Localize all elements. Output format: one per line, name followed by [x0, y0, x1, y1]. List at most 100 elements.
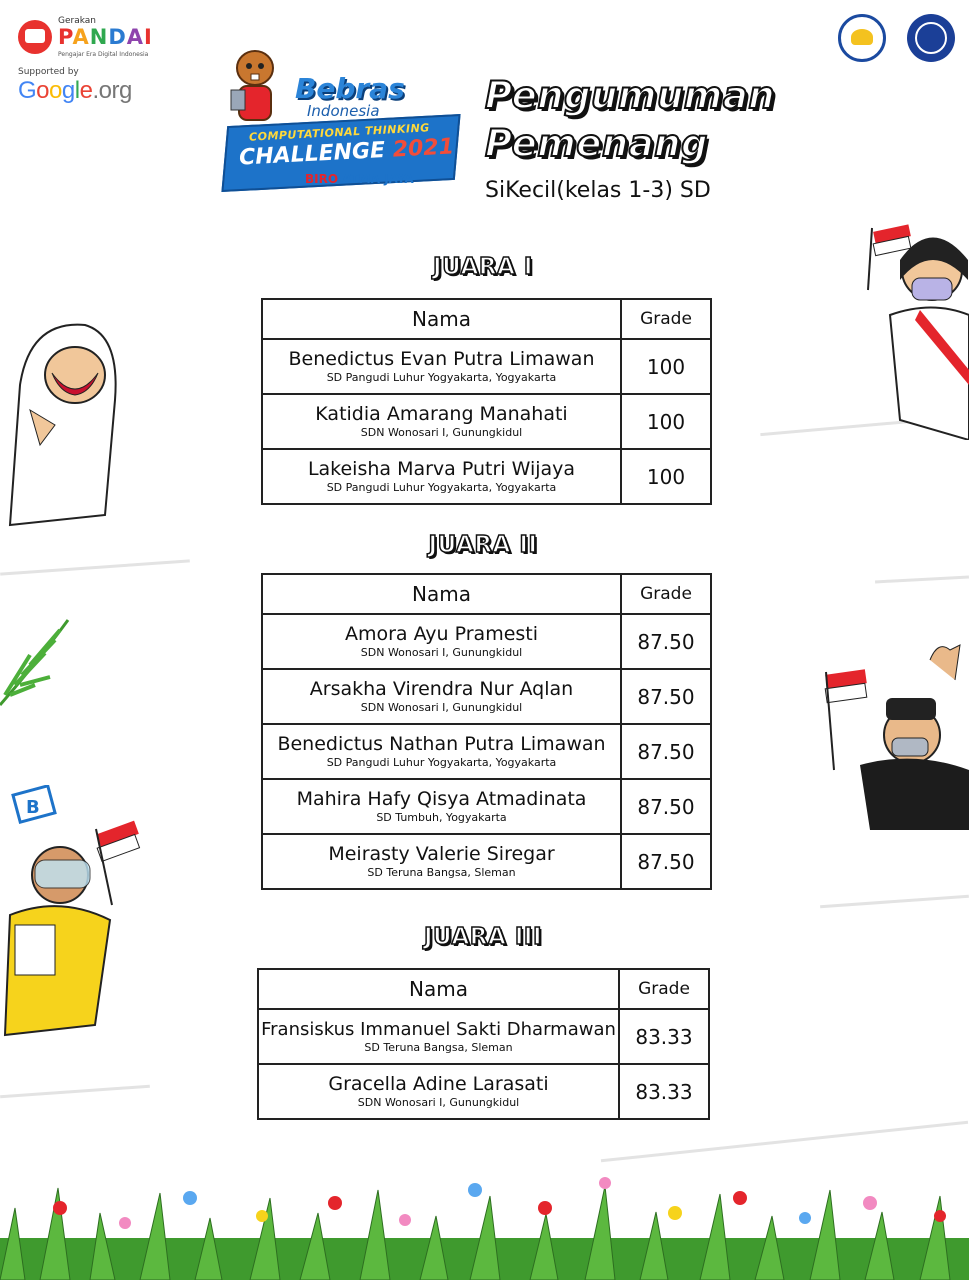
kemdikbud-seal-icon [838, 14, 886, 62]
table-header-row: Nama Grade [261, 573, 712, 615]
grass-flowers-decoration [0, 1177, 969, 1280]
winner-grade: 100 [620, 393, 712, 450]
winner-name: Gracella Adine Larasati [328, 1073, 549, 1095]
winner-grade: 100 [620, 338, 712, 395]
pandai-tagline: Pengajar Era Digital Indonesia [58, 51, 149, 58]
juara-3-table: Nama Grade Fransiskus Immanuel Sakti Dha… [257, 968, 710, 1120]
ipb-seal-icon [907, 14, 955, 62]
girl-hijab-illustration [8, 323, 117, 527]
biro-name: ATMA JAYA [342, 172, 414, 186]
juara-2-heading: JUARA II [428, 531, 538, 559]
winner-grade: 83.33 [618, 1008, 710, 1065]
svg-text:B: B [26, 797, 40, 818]
winner-school: SD Pangudi Luhur Yogyakarta, Yogyakarta [326, 371, 557, 384]
divider-stroke [820, 894, 969, 909]
palm-leaf-illustration [0, 619, 70, 706]
google-letter: o [36, 77, 50, 104]
winner-name: Lakeisha Marva Putri Wijaya [307, 458, 576, 480]
google-letter: o [49, 77, 62, 104]
table-header-row: Nama Grade [261, 298, 712, 340]
girl-with-flag-illustration [867, 224, 969, 440]
divider-stroke [0, 1084, 150, 1099]
winner-school: SD Tumbuh, Yogyakarta [376, 811, 507, 824]
winner-grade: 87.50 [620, 668, 712, 725]
pandai-letter: N [89, 25, 109, 49]
pandai-letter: A [72, 25, 90, 49]
google-letter: l [74, 77, 80, 104]
winner-grade: 83.33 [618, 1063, 710, 1120]
pandai-letter: D [108, 25, 127, 49]
google-org-logo: Google.org [18, 77, 132, 105]
pandai-letter: I [144, 25, 153, 49]
winner-name: Mahira Hafy Qisya Atmadinata [296, 788, 587, 810]
challenge-year: 2021 [392, 134, 455, 163]
winner-name: Benedictus Evan Putra Limawan [288, 348, 595, 370]
boy-with-flag-illustration: B [3, 785, 141, 1037]
winner-school: SDN Wonosari I, Gunungkidul [360, 646, 523, 659]
pandai-small-text: Gerakan [58, 16, 96, 26]
winner-school: SD Teruna Bangsa, Sleman [364, 1041, 513, 1054]
google-suffix: .org [92, 77, 132, 104]
winner-name: Benedictus Nathan Putra Limawan [277, 733, 606, 755]
bebras-indonesia: Indonesia [307, 102, 380, 120]
winner-grade: 87.50 [620, 833, 712, 890]
category-subtitle: SiKecil(kelas 1-3) SD [485, 178, 711, 203]
winner-name: Meirasty Valerie Siregar [328, 843, 555, 865]
winner-school: SD Pangudi Luhur Yogyakarta, Yogyakarta [326, 481, 557, 494]
winner-school: SDN Wonosari I, Gunungkidul [360, 426, 523, 439]
bebras-challenge-logo: Bebras Indonesia COMPUTATIONAL THINKING … [221, 44, 461, 193]
pandai-chat-icon [18, 20, 52, 54]
pandai-letter: P [58, 25, 73, 49]
supported-by-label: Supported by [18, 67, 79, 77]
beaver-mascot-icon [230, 50, 274, 121]
winner-school: SDN Wonosari I, Gunungkidul [357, 1096, 520, 1109]
juara-1-heading: JUARA I [432, 253, 533, 281]
biro-label: BIRO ATMA JAYA [305, 172, 414, 186]
winner-grade: 87.50 [620, 723, 712, 780]
column-header-name: Nama [261, 298, 622, 340]
juara-3-heading: JUARA III [423, 923, 543, 951]
column-header-name: Nama [257, 968, 620, 1010]
page-title: Pengumuman Pemenang [484, 72, 776, 168]
gerakan-pandai-logo: Gerakan PANDAI Pengajar Era Digital Indo… [18, 14, 168, 64]
winner-name: Fransiskus Immanuel Sakti Dharmawan [261, 1019, 616, 1040]
column-header-grade: Grade [620, 573, 712, 615]
title-line-1: Pengumuman [484, 73, 776, 118]
column-header-name: Nama [261, 573, 622, 615]
column-header-grade: Grade [620, 298, 712, 340]
winner-grade: 87.50 [620, 613, 712, 670]
pandai-brand: PANDAI [58, 25, 153, 49]
winner-name: Katidia Amarang Manahati [315, 403, 568, 425]
biro-word: BIRO [305, 172, 339, 186]
google-letter: g [61, 77, 75, 104]
google-letter: G [18, 77, 37, 104]
bebras-wordmark: Bebras [295, 72, 405, 105]
winner-school: SD Teruna Bangsa, Sleman [367, 866, 516, 879]
winner-name: Amora Ayu Pramesti [344, 623, 539, 645]
winner-grade: 100 [620, 448, 712, 505]
divider-stroke [600, 1120, 969, 1163]
table-header-row: Nama Grade [257, 968, 710, 1010]
divider-stroke [0, 559, 190, 576]
google-letter: e [79, 77, 93, 104]
column-header-grade: Grade [618, 968, 710, 1010]
title-line-2: Pemenang [484, 121, 709, 166]
